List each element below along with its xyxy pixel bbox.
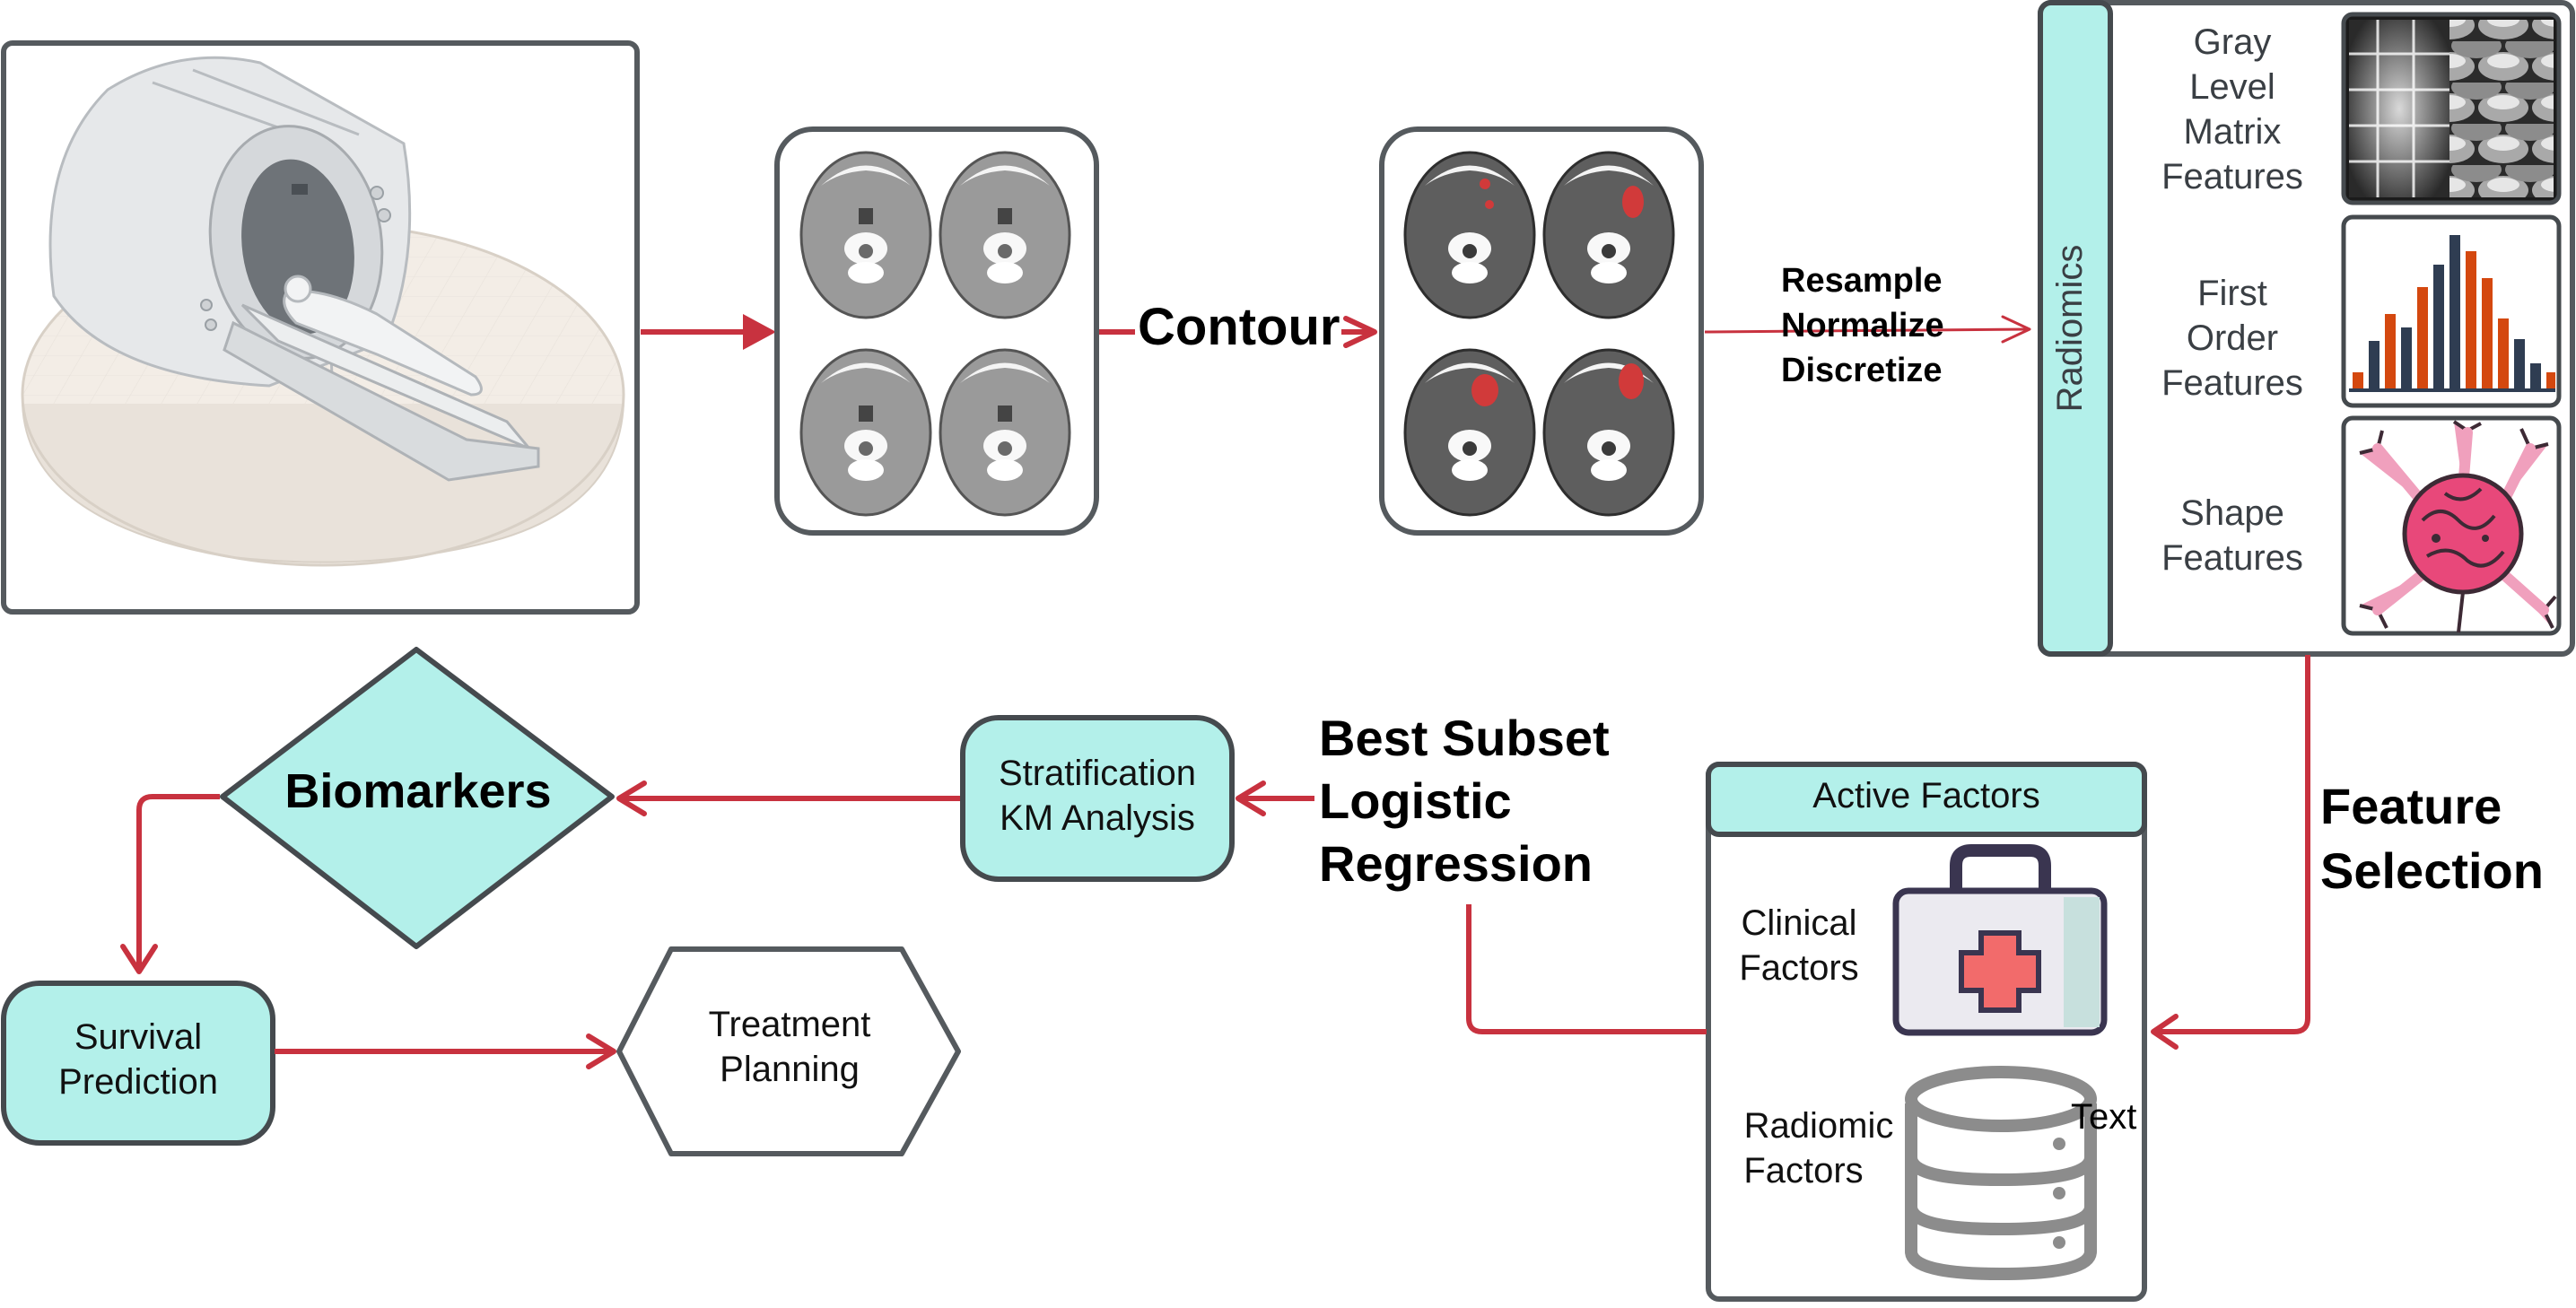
radiomic-factors-line-2: Factors <box>1743 1151 1863 1190</box>
database-icon <box>1905 1066 2097 1281</box>
gray-level-line-2: Level <box>2189 67 2275 107</box>
survival-prediction-box: Survival Prediction <box>1 981 275 1146</box>
radiomics-panel: Radiomics Gray Level Matrix Features Fir… <box>2038 0 2575 657</box>
ct-slices-image <box>774 126 1099 536</box>
model-label-line-1: Best Subset <box>1319 710 1610 766</box>
histogram-icon <box>2341 214 2562 408</box>
active-factors-title: Active Factors <box>1812 776 2039 815</box>
gray-level-line-4: Features <box>2161 157 2303 196</box>
model-label-line-2: Logistic <box>1319 772 1512 829</box>
stratification-line-2: KM Analysis <box>1000 798 1195 838</box>
feature-selection-line-1: Feature <box>2320 778 2502 834</box>
biomarkers-diamond: Biomarkers <box>220 647 615 949</box>
clinical-factors-line-2: Factors <box>1739 948 1858 988</box>
arrow-head-scanner <box>743 314 776 350</box>
texture-image <box>2341 12 2562 205</box>
feature-selection-line-2: Selection <box>2320 842 2544 899</box>
radiomic-factors-line-1: Radiomic <box>1744 1106 1894 1146</box>
shape-line-2: Features <box>2161 538 2303 578</box>
resample-label: Resample <box>1781 262 1943 300</box>
first-order-line-3: Features <box>2161 363 2303 403</box>
contoured-ct-slices-image <box>1379 126 1704 536</box>
active-factors-panel: Active Factors Clinical Factors Radiomic… <box>1706 762 2147 1302</box>
stray-text-label: Text <box>2071 1097 2136 1137</box>
survival-line-1: Survival <box>74 1017 202 1057</box>
shape-line-1: Shape <box>2180 493 2284 533</box>
first-order-line-1: First <box>2197 274 2267 313</box>
stratification-line-1: Stratification <box>999 754 1196 793</box>
tumor-icon <box>2341 415 2562 636</box>
clinical-factors-line-1: Clinical <box>1742 903 1857 943</box>
first-order-line-2: Order <box>2187 318 2278 358</box>
treatment-line-2: Planning <box>720 1050 860 1089</box>
model-label-line-3: Regression <box>1319 835 1593 892</box>
stratification-box: Stratification KM Analysis <box>960 715 1235 882</box>
treatment-line-1: Treatment <box>709 1005 871 1044</box>
contour-label: Contour <box>1138 298 1340 356</box>
first-aid-kit-icon <box>1892 844 2108 1036</box>
normalize-label: Normalize <box>1781 307 1944 344</box>
treatment-planning-hexagon: Treatment Planning <box>616 946 961 1156</box>
radiomics-label: Radiomics <box>2050 245 2090 413</box>
survival-line-2: Prediction <box>58 1062 218 1102</box>
gray-level-line-3: Matrix <box>2184 112 2282 152</box>
discretize-label: Discretize <box>1781 352 1943 389</box>
gray-level-line-1: Gray <box>2194 22 2272 62</box>
biomarkers-label: Biomarkers <box>284 764 551 818</box>
ct-scanner-image <box>1 40 640 615</box>
